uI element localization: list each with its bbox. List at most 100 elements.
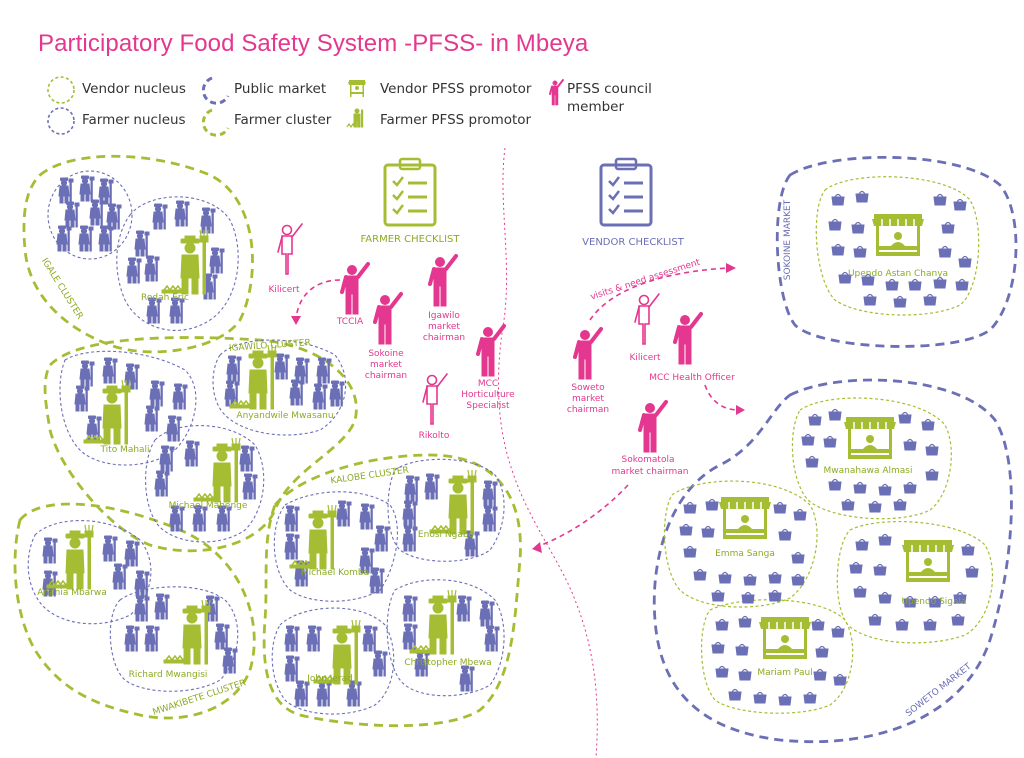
- igawilo-chair-label-1: Igawilo: [428, 311, 460, 321]
- enosi-name: Enosi Ngabo: [418, 530, 475, 540]
- mwanahawa-name: Mwanahawa Almasi: [824, 466, 913, 476]
- arrows: [295, 267, 739, 548]
- page-title: Participatory Food Safety System -PFSS- …: [38, 30, 589, 57]
- mcc-hort-label-1: MCC: [478, 379, 498, 389]
- legend-vendor-nucleus-label: Vendor nucleus: [82, 81, 186, 97]
- legend-public-market-icon: [201, 76, 230, 105]
- igale-cluster-label: IGALE CLUSTER: [39, 257, 85, 322]
- mwakibete-cluster-label: MWAKIBETE CLUSTER: [152, 678, 248, 718]
- promotor-rodah-icon: [161, 229, 209, 295]
- legend-farmer-nucleus-label: Farmer nucleus: [82, 112, 186, 128]
- nucleus-emma: [663, 480, 818, 608]
- richard-name: Richard Mwangisi: [129, 670, 208, 680]
- kilicert-left-label: Kilicert: [268, 285, 300, 295]
- vendor-checklist-icon: [599, 157, 653, 227]
- mwakibete-cluster-outline: [13, 502, 256, 720]
- soweto-market-label: SOWETO MARKET: [904, 662, 974, 719]
- nucleus-anyandwile: [212, 339, 347, 436]
- legend-farmer-promotor-icon: [346, 108, 364, 128]
- igawilo-chair-label-3: chairman: [423, 333, 465, 343]
- stall-upendo-astan-icon: [871, 213, 925, 257]
- legend-vendor-promotor-icon: [348, 80, 366, 97]
- council-soweto-chair-icon: [573, 327, 603, 381]
- nucleus-upendo-sigala: [836, 520, 994, 644]
- stall-upendo-sigala-icon: [901, 539, 955, 583]
- nucleus-mwanahawa: [791, 397, 952, 520]
- council-kilicert-left-icon: [277, 223, 303, 275]
- council-mcc-hort-icon: [476, 324, 506, 378]
- nucleus-tito: [59, 350, 197, 466]
- council-igawilo-chair-icon: [428, 254, 458, 308]
- michael-m-name: Michael Mahenge: [169, 501, 248, 511]
- legend-farmer-nucleus-icon: [47, 107, 75, 135]
- nucleus-upendo-astan: [815, 176, 980, 316]
- upendo-astan-name: Upendo Astan Chanya: [848, 269, 948, 279]
- mcc-hort-label-2: Horticulture: [461, 390, 515, 400]
- nucleus-anania: [27, 520, 152, 625]
- sokoine-market-outline: [775, 155, 1018, 348]
- council-sokoine-chair-icon: [373, 292, 403, 346]
- sokomatola-chair-label-2: market chairman: [612, 467, 689, 477]
- arrow-visits-sokoine: [589, 267, 729, 321]
- nucleus-richard: [109, 586, 239, 692]
- nucleus-mariam: [700, 599, 854, 714]
- council-sokomatola-chair-icon: [638, 400, 668, 454]
- nucleus-igale-1: [47, 170, 133, 260]
- legend: [47, 76, 564, 137]
- legend-vendor-nucleus-icon: [47, 76, 75, 104]
- legend-council-member-icon: [549, 79, 564, 106]
- vendor-stalls: [718, 213, 955, 660]
- legend-farmer-cluster-label: Farmer cluster: [234, 112, 332, 128]
- anania-name: Anania Mbarwa: [37, 588, 107, 598]
- sokoine-chair-label-2: market: [370, 360, 402, 370]
- igale-cluster-outline: [22, 154, 254, 354]
- promotor-michael-m-icon: [193, 437, 241, 503]
- igawilo-chair-label-2: market: [428, 322, 460, 332]
- farmer-checklist-icon: [383, 157, 437, 227]
- nucleus-michael-k: [273, 491, 398, 602]
- nucleus-christopher: [386, 579, 505, 697]
- council-mcc-health-icon: [673, 312, 703, 366]
- mcc-hort-label-3: Specialist: [466, 401, 510, 411]
- mcc-health-label: MCC Health Officer: [649, 373, 735, 383]
- soweto-market-outline: [652, 378, 1013, 744]
- soweto-chair-label-1: Soweto: [571, 383, 605, 393]
- arrowheads: [291, 263, 745, 553]
- promotor-richard-icon: [163, 599, 211, 665]
- john-name: John Jerad: [306, 674, 353, 684]
- legend-public-market-label: Public market: [234, 81, 327, 97]
- tccia-label: TCCIA: [336, 317, 364, 327]
- sokoine-market-label: SOKOINE MARKET: [783, 199, 793, 280]
- michael-k-name: Michael Komba: [301, 568, 369, 578]
- mariam-name: Mariam Paul: [757, 668, 812, 678]
- divider-line: [497, 147, 598, 758]
- legend-council-member-label-2: member: [567, 99, 625, 115]
- kilicert-right-label: Kilicert: [629, 353, 661, 363]
- nucleus-john: [271, 607, 395, 715]
- farmer-checklist-label: FARMER CHECKLIST: [360, 234, 460, 245]
- arrow-to-farmers-top: [295, 279, 341, 319]
- legend-farmer-cluster-icon: [201, 108, 230, 137]
- legend-vendor-promotor-label: Vendor PFSS promotor: [380, 81, 532, 97]
- sokoine-chair-label-3: chairman: [365, 371, 407, 381]
- vendor-checklist-label: VENDOR CHECKLIST: [582, 237, 685, 248]
- arrow-to-kalobe: [535, 484, 629, 548]
- anyandwile-name: Anyandwile Mwasanu: [236, 411, 333, 421]
- stall-emma-icon: [718, 496, 772, 540]
- soweto-chair-label-3: chairman: [567, 405, 609, 415]
- nucleus-michael-m: [145, 425, 265, 543]
- sokoine-chair-label-1: Sokoine: [368, 349, 404, 359]
- stall-mariam-icon: [758, 616, 812, 660]
- sokomatola-chair-label-1: Sokomatola: [622, 455, 675, 465]
- council-tccia-icon: [340, 262, 370, 316]
- council-kilicert-right-icon: [634, 293, 660, 345]
- arrow-to-soweto: [704, 384, 739, 411]
- stall-mwanahawa-icon: [843, 416, 897, 460]
- upendo-sigala-name: Upendo Sigala: [901, 597, 966, 607]
- legend-farmer-promotor-label: Farmer PFSS promotor: [380, 112, 532, 128]
- tito-name: Tito Mahali: [99, 445, 149, 455]
- council-rikolto-icon: [422, 373, 448, 425]
- legend-council-member-label-1: PFSS council: [567, 81, 652, 97]
- rikolto-label: Rikolto: [419, 431, 450, 441]
